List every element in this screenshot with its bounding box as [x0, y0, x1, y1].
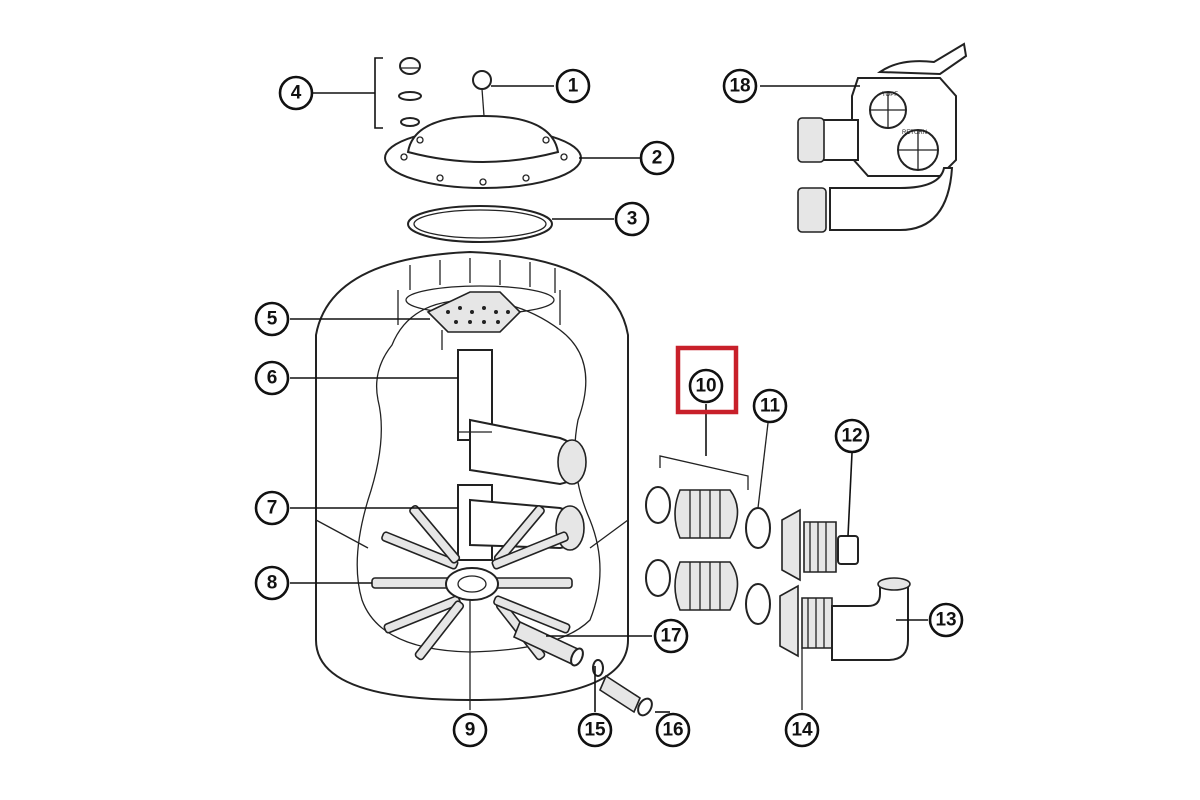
part-11-gaskets: [745, 405, 771, 625]
valve-label-top: TOPF: [882, 92, 898, 98]
callout-14: 14: [784, 712, 820, 748]
part-5-diffuser: [426, 291, 522, 350]
callout-11: 11: [752, 388, 788, 424]
callout-2: 2: [639, 140, 675, 176]
part-4-small-parts: [374, 57, 422, 129]
part-8-laterals: [371, 505, 573, 661]
svg-text:9: 9: [465, 720, 476, 741]
svg-text:7: 7: [267, 498, 278, 519]
svg-text:13: 13: [935, 610, 956, 631]
callout-5: 5: [254, 301, 290, 337]
callout-7: 7: [254, 490, 290, 526]
svg-text:14: 14: [791, 720, 813, 741]
callout-10: 10: [688, 368, 724, 404]
callout-3: 3: [614, 201, 650, 237]
callout-12: 12: [834, 418, 870, 454]
part-12-union-nut: [781, 508, 859, 582]
part-2-lid: [384, 114, 582, 189]
svg-text:15: 15: [584, 720, 606, 741]
callout-17: 17: [653, 618, 689, 654]
svg-text:5: 5: [267, 309, 278, 330]
part-9-lateral-hub: [445, 567, 499, 710]
svg-text:18: 18: [729, 76, 750, 97]
leader-lines: [290, 85, 928, 713]
svg-text:2: 2: [652, 148, 663, 169]
callout-18: 18: [722, 68, 758, 104]
svg-text:4: 4: [291, 83, 302, 104]
part-14-union: [779, 584, 833, 710]
svg-text:10: 10: [695, 376, 716, 397]
svg-text:17: 17: [660, 626, 681, 647]
part-10-bulkhead-unions: [645, 455, 749, 611]
part-17-drain-tube: [512, 620, 584, 667]
callout-8: 8: [254, 565, 290, 601]
valve-label-side: RETURN: [902, 130, 927, 136]
part-13-elbow: [831, 577, 911, 661]
svg-text:12: 12: [841, 426, 862, 447]
part-16-drain-plug: [598, 674, 653, 717]
highlight-box: [675, 345, 739, 415]
callouts: 1 2 3 4 5 6 7 8 9 10 11 12 13 14 15 16 1…: [254, 68, 964, 748]
part-18-multiport-valve: TOPF RETURN: [797, 42, 968, 233]
svg-text:16: 16: [662, 720, 683, 741]
callout-15: 15: [577, 712, 613, 748]
part-1-lid-knob: [472, 70, 492, 117]
callout-13: 13: [928, 602, 964, 638]
svg-text:3: 3: [627, 209, 638, 230]
callout-1: 1: [555, 68, 591, 104]
callout-9: 9: [452, 712, 488, 748]
callout-6: 6: [254, 360, 290, 396]
part-6-upper-pipe: [457, 349, 587, 486]
svg-text:1: 1: [568, 76, 579, 97]
svg-text:8: 8: [267, 573, 278, 594]
part-3-lid-oring: [407, 205, 553, 243]
callout-16: 16: [655, 712, 691, 748]
svg-text:11: 11: [760, 396, 781, 417]
svg-text:6: 6: [267, 368, 278, 389]
callout-4: 4: [278, 75, 314, 111]
tank-flange-studs: [397, 258, 561, 325]
